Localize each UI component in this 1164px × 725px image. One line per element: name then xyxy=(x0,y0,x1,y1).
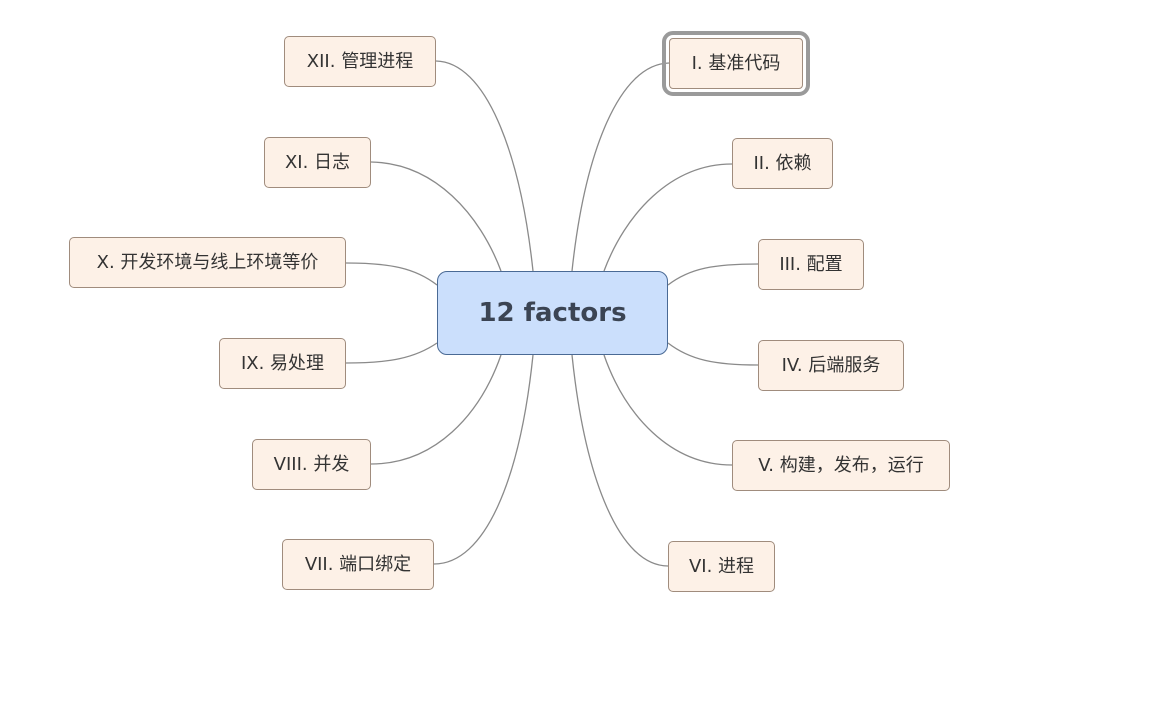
connector-x xyxy=(345,262,438,286)
connector-ix xyxy=(345,342,438,364)
connector-iv xyxy=(667,342,759,366)
branch-topic-iv[interactable]: IV. 后端服务 xyxy=(758,340,904,391)
branch-topic-x[interactable]: X. 开发环境与线上环境等价 xyxy=(69,237,346,288)
connector-iii xyxy=(667,263,759,286)
branch-topic-iii[interactable]: III. 配置 xyxy=(758,239,864,290)
branch-topic-vi[interactable]: VI. 进程 xyxy=(668,541,775,592)
central-topic[interactable]: 12 factors xyxy=(437,271,668,355)
branch-topic-i[interactable]: I. 基准代码 xyxy=(662,31,810,96)
connector-xii xyxy=(435,60,534,272)
connector-vi xyxy=(571,354,669,567)
branch-topic-viii[interactable]: VIII. 并发 xyxy=(252,439,371,490)
connector-i xyxy=(571,62,670,272)
branch-topic-v[interactable]: V. 构建，发布，运行 xyxy=(732,440,950,491)
branch-topic-xii[interactable]: XII. 管理进程 xyxy=(284,36,436,87)
connector-viii xyxy=(370,354,502,465)
connector-vii xyxy=(433,354,534,565)
branch-topic-ix[interactable]: IX. 易处理 xyxy=(219,338,346,389)
branch-topic-ii[interactable]: II. 依赖 xyxy=(732,138,833,189)
connector-xi xyxy=(370,161,502,272)
connector-v xyxy=(603,354,733,466)
branch-topic-xi[interactable]: XI. 日志 xyxy=(264,137,371,188)
branch-topic-vii[interactable]: VII. 端口绑定 xyxy=(282,539,434,590)
connector-ii xyxy=(603,163,733,272)
